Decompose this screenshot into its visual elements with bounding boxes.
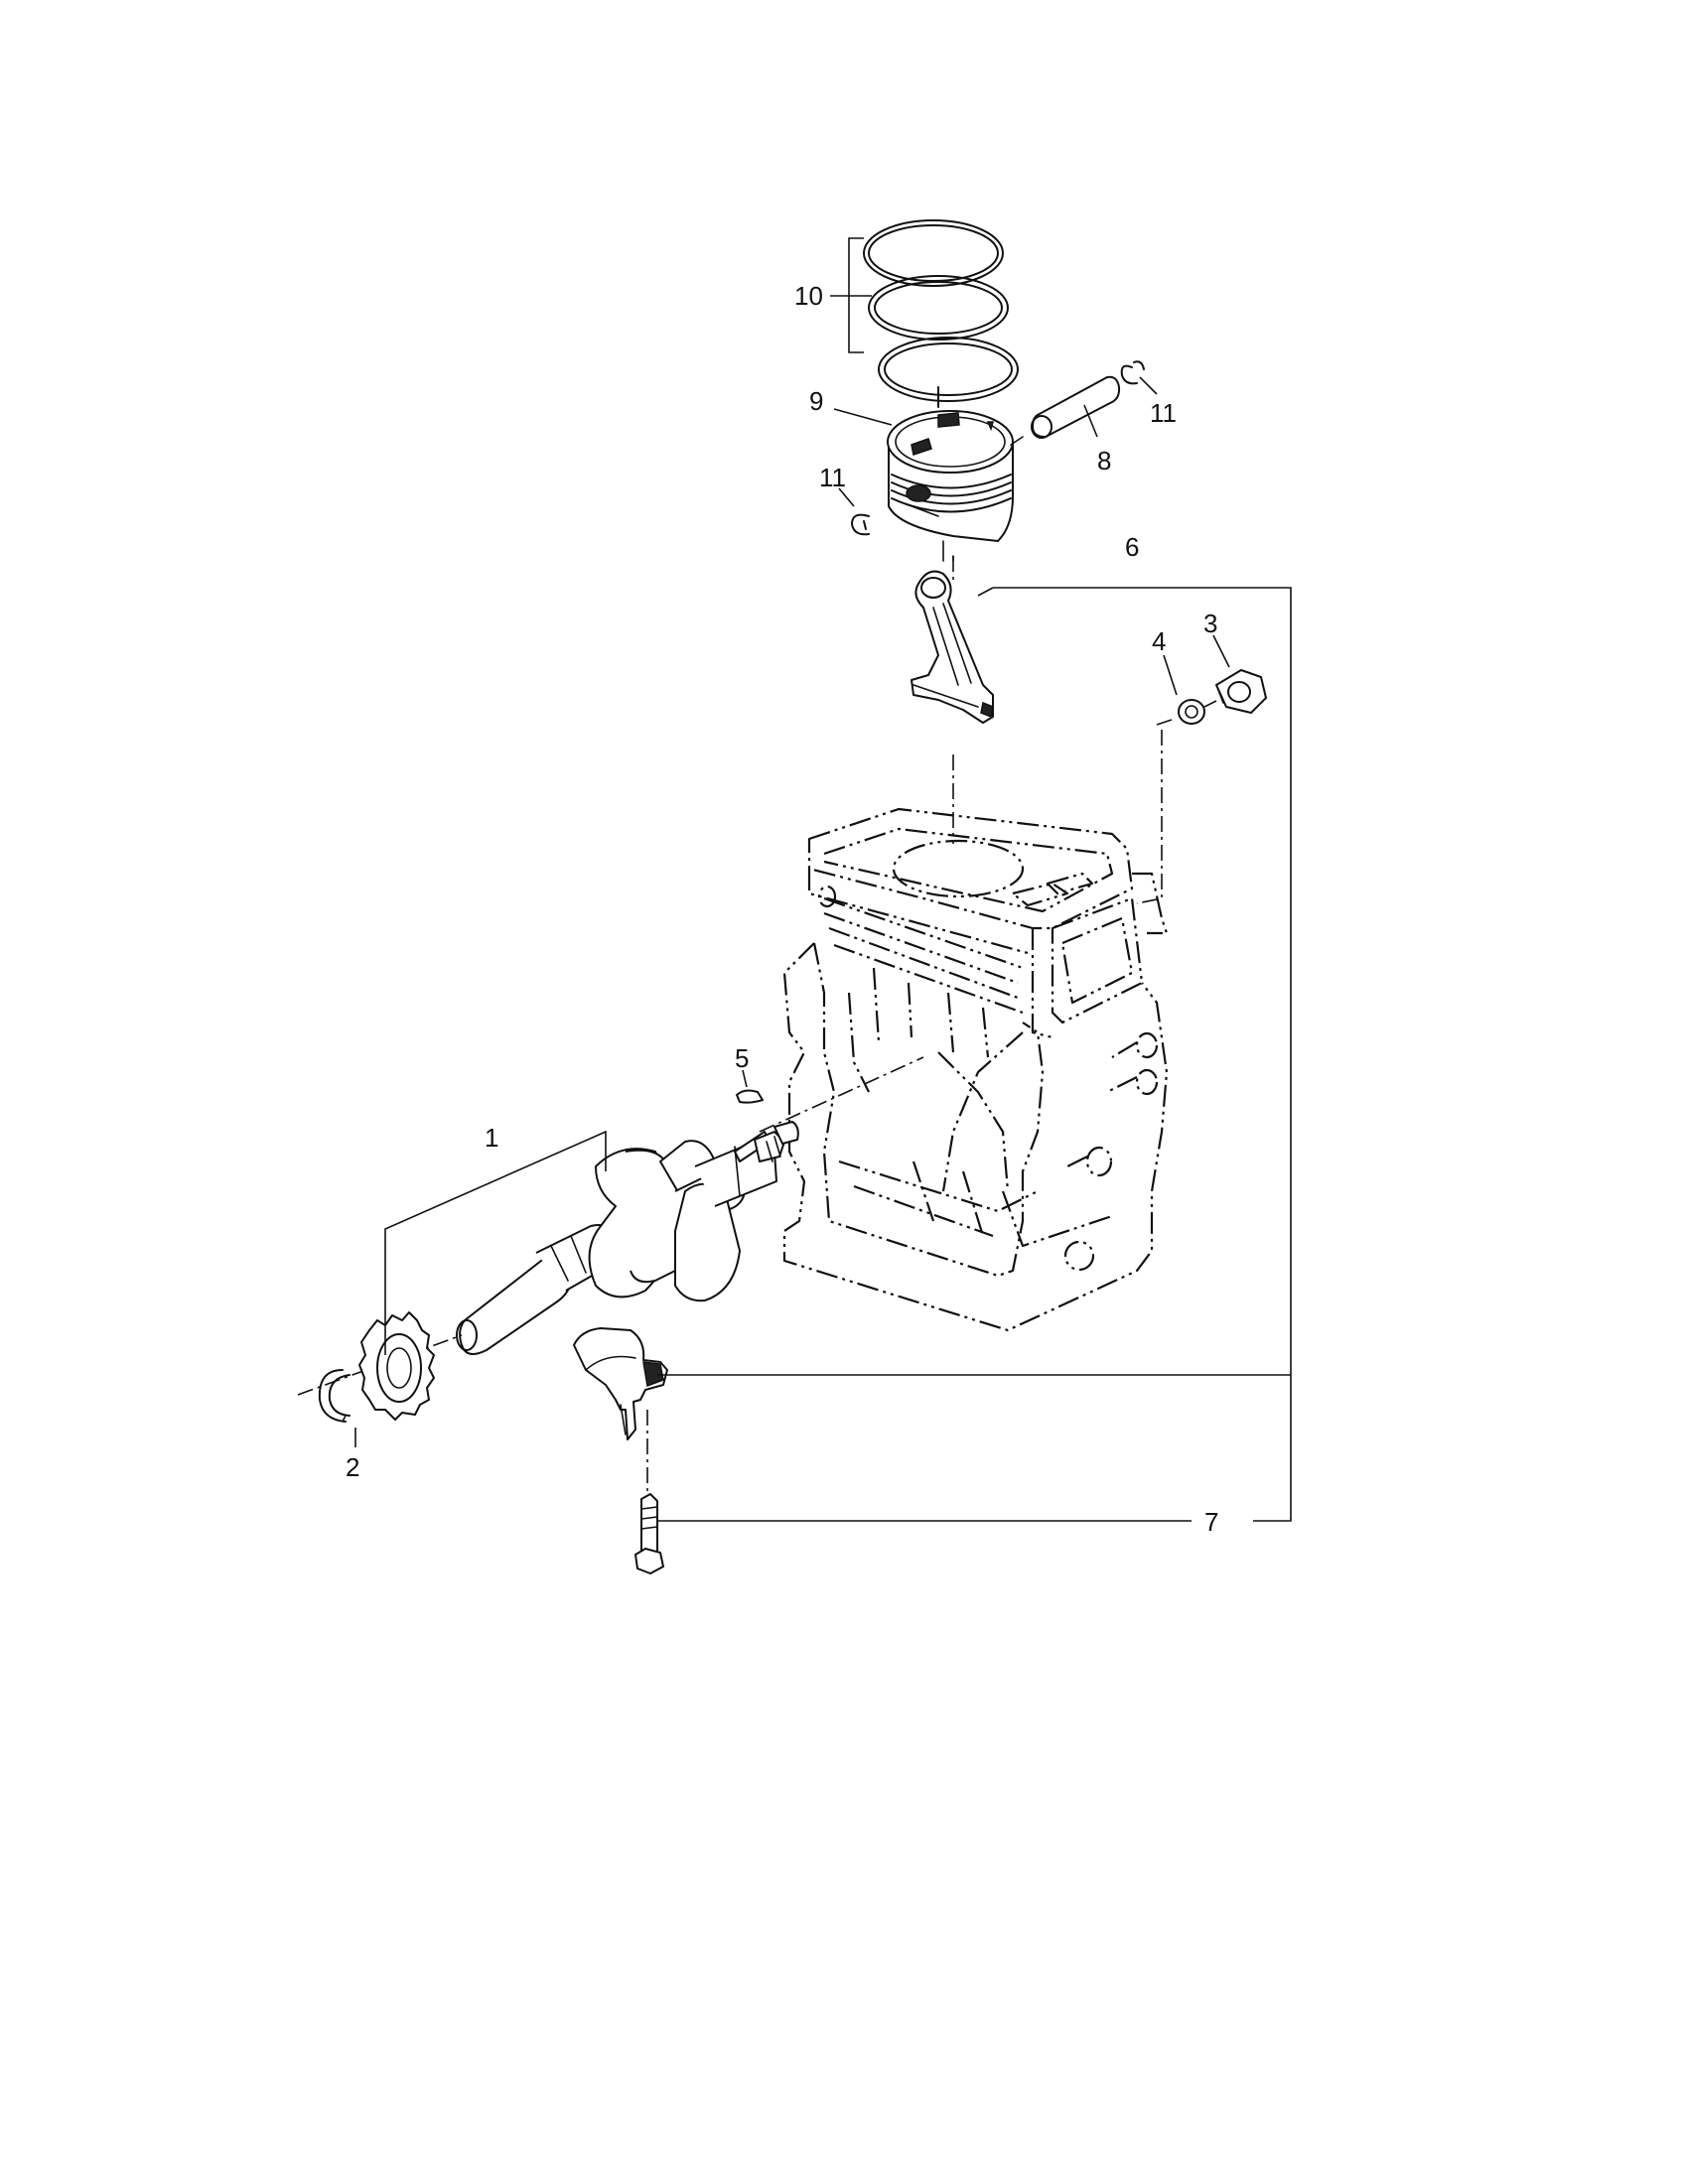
- connecting-rod-cap: [573, 1327, 668, 1440]
- callout-2: 2: [346, 1452, 359, 1482]
- crankshaft: [456, 1121, 799, 1355]
- callout-9: 9: [809, 386, 823, 416]
- callout-1: 1: [485, 1123, 498, 1153]
- callout-3: 3: [1203, 609, 1217, 638]
- piston-pin: [1010, 375, 1121, 446]
- callout-11-left: 11: [819, 463, 846, 492]
- cylinder-block-outline: [782, 807, 1169, 1332]
- callout-5: 5: [735, 1043, 749, 1073]
- washer: [1156, 699, 1217, 726]
- snap-ring: [318, 1369, 351, 1423]
- crank-axis: [759, 1056, 924, 1133]
- callout-8: 8: [1097, 446, 1111, 476]
- stud-axis: [1136, 730, 1163, 904]
- piston: [887, 410, 1014, 562]
- callout-6: 6: [1125, 532, 1139, 562]
- callout-10: 10: [794, 281, 823, 311]
- crank-gear: [358, 1311, 435, 1421]
- piston-pin-circlips: [851, 360, 1145, 536]
- callout-4: 4: [1152, 626, 1166, 656]
- connecting-rod-bolt: [634, 1493, 664, 1574]
- nut: [1215, 669, 1267, 714]
- connecting-rod: [911, 540, 994, 724]
- leader-lines: [354, 237, 1292, 1522]
- woodruff-key: [736, 1089, 764, 1104]
- callout-7: 7: [1204, 1507, 1218, 1537]
- piston-rings: [863, 219, 1019, 408]
- callout-11-right: 11: [1150, 398, 1177, 428]
